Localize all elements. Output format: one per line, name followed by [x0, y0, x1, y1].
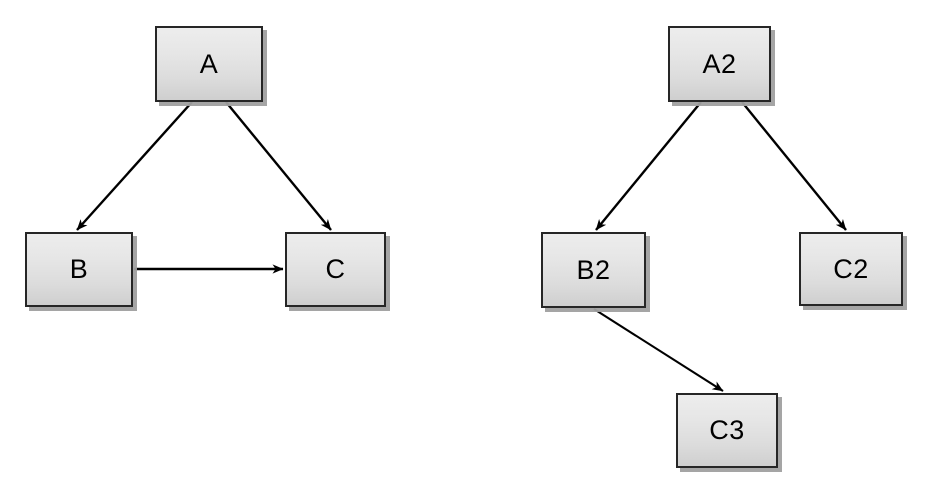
edge-a-to-c: [225, 101, 332, 231]
node-b2-label: B2: [576, 254, 611, 285]
node-b-label: B: [69, 254, 89, 284]
edge-a-to-b: [76, 101, 193, 231]
edge-b2-to-c3: [593, 308, 724, 392]
node-a2[interactable]: A2: [668, 26, 771, 102]
node-c[interactable]: C: [285, 232, 386, 307]
edge-a2-to-c2: [741, 101, 847, 231]
node-c2[interactable]: C2: [799, 232, 903, 306]
node-a-label: A: [199, 48, 219, 79]
edge-a2-to-b2: [595, 101, 702, 231]
node-a[interactable]: A: [155, 26, 263, 102]
node-c3-label: C3: [709, 415, 745, 445]
node-a2-label: A2: [702, 48, 737, 79]
node-b2[interactable]: B2: [541, 232, 646, 308]
node-c3[interactable]: C3: [676, 393, 778, 468]
node-c2-label: C2: [833, 253, 869, 284]
node-c-label: C: [325, 254, 346, 284]
node-b[interactable]: B: [25, 232, 133, 307]
